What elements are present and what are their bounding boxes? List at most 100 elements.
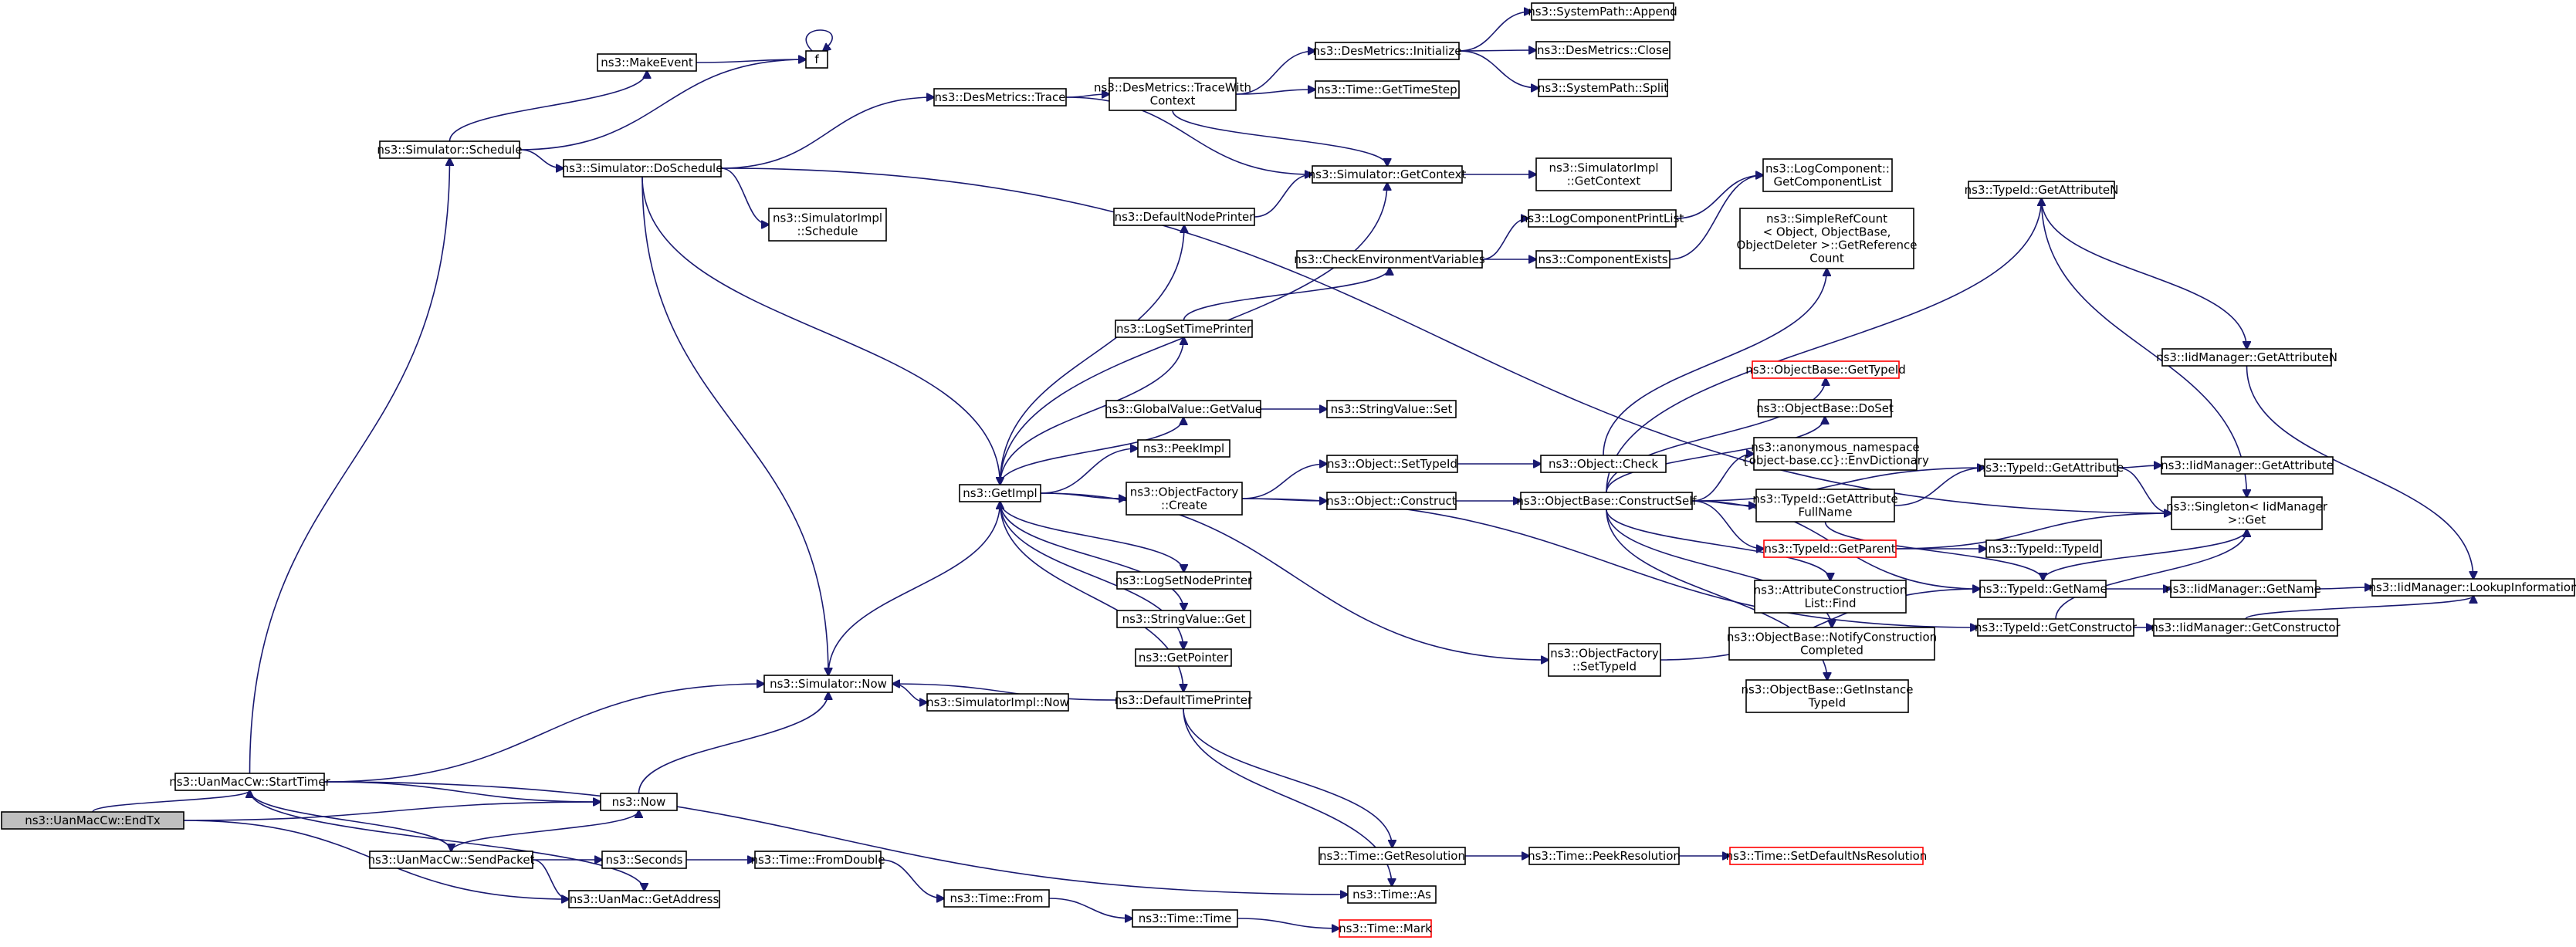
node-componentexists[interactable]: ns3::ComponentExists bbox=[1535, 250, 1671, 269]
node-defaulttimeprinter[interactable]: ns3::DefaultTimePrinter bbox=[1115, 691, 1253, 709]
node-sendpacket[interactable]: ns3::UanMacCw::SendPacket bbox=[368, 851, 535, 869]
node-objbase_gettypeid[interactable]: ns3::ObjectBase::GetTypeId bbox=[1745, 360, 1906, 379]
node-label: ns3::CheckEnvironmentVariables bbox=[1294, 252, 1485, 266]
node-simplerefcount[interactable]: ns3::SimpleRefCount< Object, ObjectBase,… bbox=[1736, 208, 1918, 269]
node-envdictionary[interactable]: ns3::anonymous_namespace{object-base.cc}… bbox=[1742, 437, 1929, 471]
node-iid_getconstructor[interactable]: ns3::IidManager::GetConstructor bbox=[2151, 618, 2341, 637]
node-makeevent[interactable]: ns3::MakeEvent bbox=[597, 53, 697, 72]
edge-getimpl-to-logsetnodeprinter bbox=[999, 501, 1184, 572]
node-time_getresolution[interactable]: ns3::Time::GetResolution bbox=[1318, 847, 1466, 865]
node-objfactory_create[interactable]: ns3::ObjectFactory::Create bbox=[1126, 482, 1243, 516]
node-typeid_getparent[interactable]: ns3::TypeId::GetParent bbox=[1763, 539, 1897, 558]
node-systempath_split[interactable]: ns3::SystemPath::Split bbox=[1538, 79, 1668, 97]
node-box bbox=[2153, 618, 2338, 637]
node-singleton_get[interactable]: ns3::Singleton< IidManager>::Get bbox=[2166, 496, 2328, 530]
node-desmetrics_close[interactable]: ns3::DesMetrics::Close bbox=[1535, 41, 1671, 59]
node-peekimpl[interactable]: ns3::PeekImpl bbox=[1137, 439, 1230, 458]
node-label: ns3::Seconds bbox=[606, 853, 683, 867]
node-now[interactable]: ns3::Now bbox=[600, 793, 678, 811]
node-time_as[interactable]: ns3::Time::As bbox=[1347, 885, 1437, 904]
node-box bbox=[754, 851, 882, 869]
node-label: ns3::Time::From bbox=[950, 891, 1044, 905]
node-box bbox=[601, 851, 687, 869]
node-typeid_typeid[interactable]: ns3::TypeId::TypeId bbox=[1985, 539, 2102, 558]
node-typeid_getconstructor[interactable]: ns3::TypeId::GetConstructor bbox=[1975, 618, 2138, 637]
edge-desmetrics_init-to-systempath_split bbox=[1458, 50, 1538, 88]
node-desmetrics_trace[interactable]: ns3::DesMetrics::Trace bbox=[933, 88, 1067, 107]
node-iid_getattribute[interactable]: ns3::IidManager::GetAttribute bbox=[2161, 456, 2334, 475]
node-getaddress[interactable]: ns3::UanMac::GetAddress bbox=[568, 890, 720, 908]
node-label: ns3::GlobalValue::GetValue bbox=[1105, 402, 1262, 416]
node-objbase_doset[interactable]: ns3::ObjectBase::DoSet bbox=[1756, 399, 1894, 418]
node-box bbox=[1728, 627, 1935, 661]
node-sim_getcontext[interactable]: ns3::Simulator::GetContext bbox=[1308, 165, 1467, 184]
node-typeid_getattribute[interactable]: ns3::TypeId::GetAttribute bbox=[1979, 458, 2124, 477]
node-label: >::Get bbox=[2228, 513, 2266, 527]
node-box bbox=[369, 851, 533, 869]
node-iid_lookup[interactable]: ns3::IidManager::LookupInformation bbox=[2368, 578, 2576, 597]
node-label: ns3::DesMetrics::Initialize bbox=[1313, 44, 1462, 58]
node-logsetnodeprinter[interactable]: ns3::LogSetNodePrinter bbox=[1115, 571, 1253, 590]
node-stringvalue_set[interactable]: ns3::StringValue::Set bbox=[1326, 400, 1457, 418]
node-doschedule[interactable]: ns3::Simulator::DoSchedule bbox=[562, 159, 723, 178]
node-label: < Object, ObjectBase, bbox=[1763, 225, 1891, 239]
node-label: ns3::Object::Check bbox=[1549, 457, 1658, 471]
node-box bbox=[1535, 250, 1671, 269]
node-sim_now[interactable]: ns3::Simulator::Now bbox=[763, 675, 893, 693]
node-time_setdefaultns[interactable]: ns3::Time::SetDefaultNsResolution bbox=[1726, 847, 1928, 865]
node-box bbox=[379, 140, 520, 159]
node-label: ns3::DesMetrics::Close bbox=[1537, 43, 1669, 57]
edge-typeid_getconstructor-to-singleton_get bbox=[2055, 529, 2247, 620]
edge-f-to-f bbox=[805, 29, 833, 51]
node-notifyconstruction[interactable]: ns3::ObjectBase::NotifyConstructionCompl… bbox=[1727, 627, 1937, 661]
node-iid_getattributen[interactable]: ns3::IidManager::GetAttributeN bbox=[2156, 348, 2337, 367]
node-gettimestep[interactable]: ns3::Time::GetTimeStep bbox=[1315, 80, 1460, 99]
node-time_from[interactable]: ns3::Time::From bbox=[943, 889, 1050, 908]
node-endtx[interactable]: ns3::UanMacCw::EndTx bbox=[1, 811, 184, 830]
node-globalvalue_getvalue[interactable]: ns3::GlobalValue::GetValue bbox=[1105, 400, 1262, 418]
node-typeid_getattributen[interactable]: ns3::TypeId::GetAttributeN bbox=[1965, 181, 2119, 199]
node-time_peekresolution[interactable]: ns3::Time::PeekResolution bbox=[1528, 847, 1681, 865]
node-logsettimeprinter[interactable]: ns3::LogSetTimePrinter bbox=[1115, 320, 1253, 338]
node-box bbox=[597, 53, 697, 72]
edge-time_time-to-time_mark bbox=[1237, 918, 1339, 928]
edge-iid_getname-to-iid_lookup bbox=[2315, 587, 2372, 589]
node-fromdouble[interactable]: ns3::Time::FromDouble bbox=[750, 851, 885, 869]
node-logcomp_getlist[interactable]: ns3::LogComponent::GetComponentList bbox=[1762, 158, 1893, 192]
node-impl_getcontext[interactable]: ns3::SimulatorImpl::GetContext bbox=[1535, 157, 1672, 191]
node-systempath_append[interactable]: ns3::SystemPath::Append bbox=[1528, 2, 1677, 21]
node-label: ns3::UanMacCw::SendPacket bbox=[368, 853, 535, 867]
node-box bbox=[568, 890, 720, 908]
node-getimpl[interactable]: ns3::GetImpl bbox=[959, 484, 1041, 502]
node-iid_getname[interactable]: ns3::IidManager::GetName bbox=[2165, 580, 2321, 598]
node-label: ns3::Time::Time bbox=[1139, 911, 1232, 925]
node-getpointer[interactable]: ns3::GetPointer bbox=[1135, 648, 1232, 667]
node-object_settypeid[interactable]: ns3::Object::SetTypeId bbox=[1326, 455, 1458, 473]
node-object_construct[interactable]: ns3::Object::Construct bbox=[1326, 492, 1457, 510]
node-time_time[interactable]: ns3::Time::Time bbox=[1132, 909, 1238, 928]
edge-object_check-to-simplerefcount bbox=[1603, 269, 1827, 456]
node-objfactory_settypeid[interactable]: ns3::ObjectFactory::SetTypeId bbox=[1548, 643, 1661, 677]
node-f[interactable]: f bbox=[805, 50, 828, 69]
node-defaultnodeprinter[interactable]: ns3::DefaultNodePrinter bbox=[1113, 208, 1255, 226]
node-logcompprintlist[interactable]: ns3::LogComponentPrintList bbox=[1521, 209, 1684, 228]
node-sim_schedule[interactable]: ns3::Simulator::Schedule bbox=[377, 140, 523, 159]
node-impl_schedule[interactable]: ns3::SimulatorImpl::Schedule bbox=[768, 208, 887, 242]
node-label: ns3::IidManager::GetAttributeN bbox=[2156, 350, 2337, 364]
node-stringvalue_get[interactable]: ns3::StringValue::Get bbox=[1116, 610, 1251, 628]
node-impl_now[interactable]: ns3::SimulatorImpl::Now bbox=[926, 693, 1069, 712]
node-starttimer[interactable]: ns3::UanMacCw::StartTimer bbox=[169, 773, 331, 791]
node-time_mark[interactable]: ns3::Time::Mark bbox=[1339, 919, 1432, 938]
node-seconds[interactable]: ns3::Seconds bbox=[601, 851, 687, 869]
node-label: GetComponentList bbox=[1773, 175, 1881, 189]
node-constructself[interactable]: ns3::ObjectBase::ConstructSelf bbox=[1516, 492, 1697, 510]
node-desmetrics_init[interactable]: ns3::DesMetrics::Initialize bbox=[1313, 42, 1462, 60]
node-checkenv[interactable]: ns3::CheckEnvironmentVariables bbox=[1294, 250, 1485, 269]
node-typeid_getname[interactable]: ns3::TypeId::GetName bbox=[1979, 580, 2107, 598]
node-object_check[interactable]: ns3::Object::Check bbox=[1540, 455, 1667, 473]
